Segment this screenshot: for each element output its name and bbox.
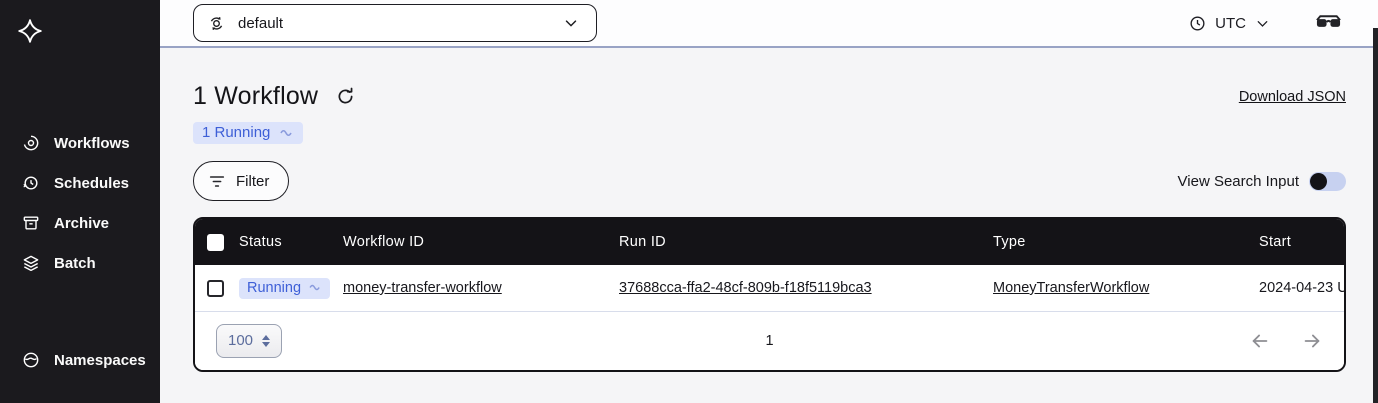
- sidebar-item-label: Archive: [54, 214, 110, 232]
- timezone-select[interactable]: UTC: [1188, 14, 1271, 33]
- labs-mode-glasses-icon[interactable]: [1315, 14, 1342, 32]
- topbar-right: UTC: [1188, 14, 1342, 33]
- status-summary-row: 1 Running: [193, 122, 1346, 144]
- run-id-link[interactable]: 37688cca-ffa2-48cf-809b-f18f5119bca3: [619, 280, 872, 296]
- spinner-arrows-icon: [262, 334, 271, 347]
- workflow-type-link[interactable]: MoneyTransferWorkflow: [993, 280, 1150, 296]
- status-label: Running: [247, 279, 302, 296]
- right-edge-strip: [1373, 28, 1378, 403]
- main-content: 1 Workflow Download JSON 1 Running Filte…: [160, 48, 1378, 403]
- content-column: default UTC 1 Workflow: [160, 0, 1378, 403]
- start-time: 2024-04-23 UTC: [1259, 280, 1344, 296]
- temporal-logo-icon[interactable]: [15, 16, 160, 48]
- title-row: 1 Workflow Download JSON: [193, 82, 1346, 111]
- status-badge: Running: [239, 277, 331, 299]
- column-header-type: Type: [993, 234, 1026, 250]
- filter-button-label: Filter: [236, 172, 270, 190]
- next-page-button[interactable]: [1301, 330, 1323, 352]
- column-header-start: Start: [1259, 234, 1292, 250]
- page-size-value: 100: [228, 332, 254, 349]
- column-header-workflow-id: Workflow ID: [343, 234, 425, 250]
- pulse-icon: [309, 283, 322, 292]
- chevron-down-icon: [1254, 15, 1271, 32]
- archive-icon: [21, 213, 41, 233]
- sidebar-item-label: Batch: [54, 254, 96, 272]
- current-page-indicator: 1: [765, 333, 774, 349]
- sidebar-item-label: Namespaces: [54, 351, 146, 369]
- page-size-select[interactable]: 100: [216, 324, 283, 358]
- sidebar-bottom: Namespaces: [0, 340, 160, 380]
- sidebar: Workflows Schedules Archive Batch Name: [0, 0, 160, 403]
- timezone-label: UTC: [1215, 14, 1246, 32]
- filter-button[interactable]: Filter: [193, 161, 290, 201]
- table-row[interactable]: Running money-transfer-workflow 37688cca…: [195, 265, 1344, 312]
- sidebar-item-schedules[interactable]: Schedules: [0, 163, 160, 203]
- row-checkbox[interactable]: [207, 279, 224, 297]
- table-footer: 100 1: [195, 312, 1344, 370]
- search-input-toggle-group: View Search Input: [1177, 171, 1346, 191]
- pagination-controls: [1249, 330, 1323, 352]
- namespace-select[interactable]: default: [193, 4, 597, 42]
- schedules-icon: [21, 173, 41, 193]
- refresh-button[interactable]: [335, 86, 356, 107]
- chevron-down-icon: [562, 14, 580, 32]
- running-summary-badge[interactable]: 1 Running: [193, 122, 304, 144]
- pulse-icon: [280, 128, 294, 138]
- workflows-icon: [21, 133, 41, 153]
- sidebar-item-workflows[interactable]: Workflows: [0, 123, 160, 163]
- namespace-select-value: default: [238, 14, 284, 32]
- select-all-checkbox[interactable]: [207, 233, 224, 251]
- namespace-switcher-icon: [206, 13, 227, 34]
- running-summary-label: 1 Running: [202, 124, 271, 141]
- previous-page-button[interactable]: [1249, 330, 1271, 352]
- topbar: default UTC: [160, 0, 1378, 48]
- sidebar-item-batch[interactable]: Batch: [0, 243, 160, 283]
- clock-icon: [1188, 14, 1207, 33]
- filter-icon: [208, 174, 226, 189]
- toggle-knob: [1310, 172, 1327, 190]
- column-header-run-id: Run ID: [619, 234, 666, 250]
- workflows-table: Status Workflow ID Run ID Type Start Run…: [193, 217, 1346, 372]
- filter-row: Filter View Search Input: [193, 161, 1346, 201]
- download-json-link[interactable]: Download JSON: [1238, 88, 1346, 105]
- search-toggle-label: View Search Input: [1177, 172, 1299, 190]
- sidebar-item-namespaces[interactable]: Namespaces: [0, 340, 160, 380]
- table-header-row: Status Workflow ID Run ID Type Start: [195, 219, 1344, 265]
- namespaces-icon: [21, 350, 41, 370]
- view-search-input-toggle[interactable]: [1309, 171, 1346, 191]
- column-header-status: Status: [239, 234, 282, 250]
- batch-icon: [21, 253, 41, 273]
- sidebar-item-label: Schedules: [54, 174, 130, 192]
- sidebar-item-archive[interactable]: Archive: [0, 203, 160, 243]
- workflow-id-link[interactable]: money-transfer-workflow: [343, 280, 502, 296]
- sidebar-nav: Workflows Schedules Archive Batch: [0, 123, 160, 283]
- page-title: 1 Workflow: [193, 82, 319, 110]
- sidebar-item-label: Workflows: [54, 134, 130, 152]
